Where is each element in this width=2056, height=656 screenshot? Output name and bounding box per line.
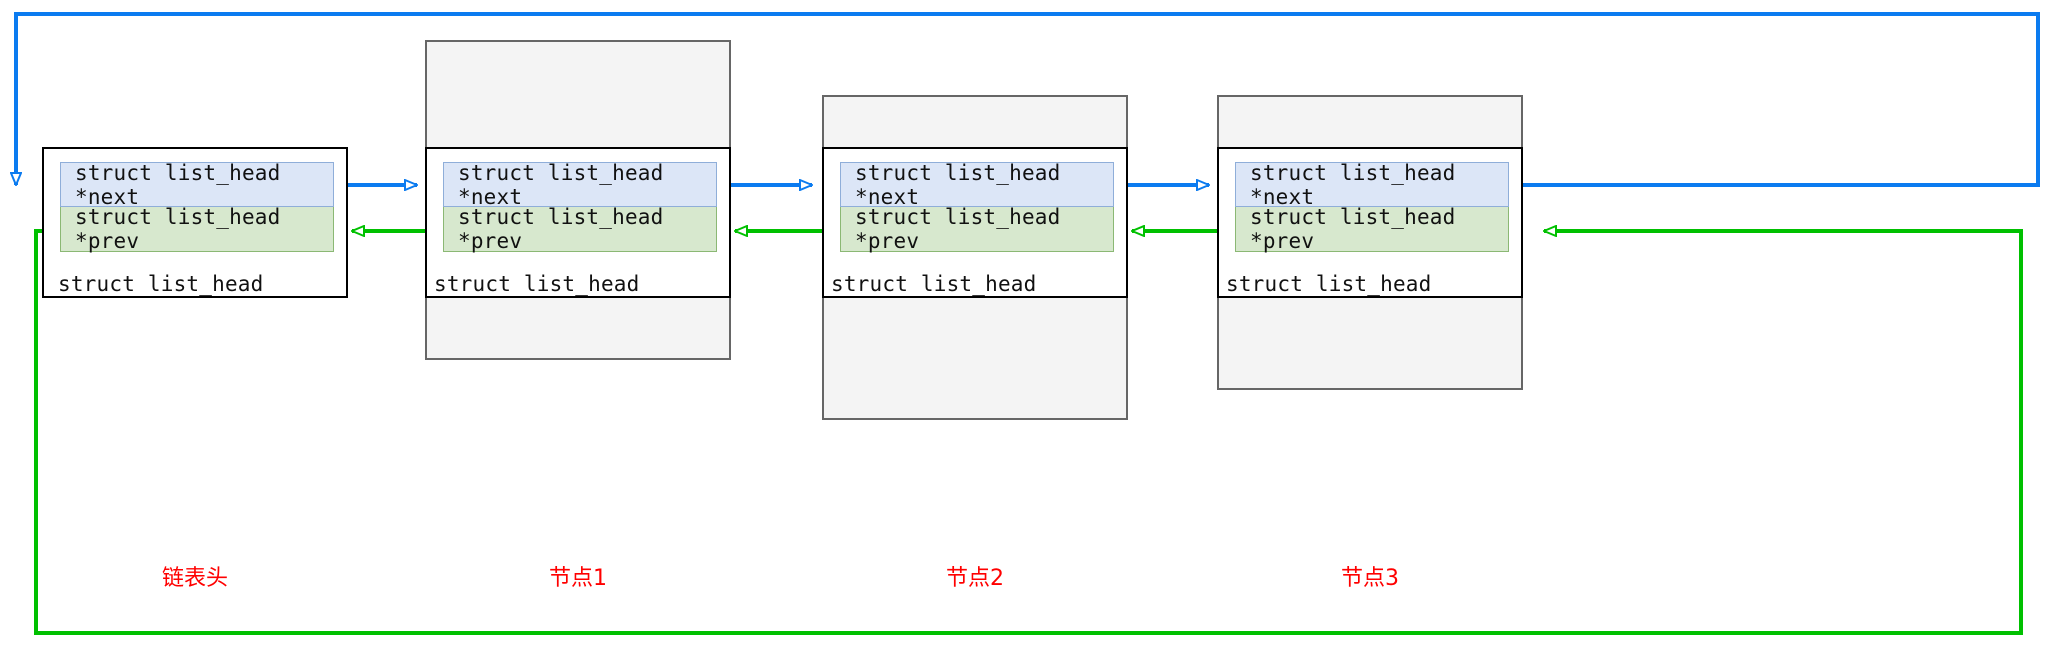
caption-node2: 节点2: [946, 566, 1004, 591]
field-next-node2: struct list_head *next: [840, 161, 1114, 209]
field-next-node1: struct list_head *next: [443, 161, 717, 209]
field-prev-node3: struct list_head *prev: [1235, 205, 1509, 253]
caption-node3: 节点3: [1341, 566, 1399, 591]
struct-label-node3: struct list_head: [1226, 272, 1432, 296]
caption-head: 链表头: [161, 566, 228, 591]
struct-label-node2: struct list_head: [831, 272, 1037, 296]
field-prev-node2: struct list_head *prev: [840, 205, 1114, 253]
field-prev-head: struct list_head *prev: [60, 205, 334, 253]
field-next-node3: struct list_head *next: [1235, 161, 1509, 209]
struct-label-head: struct list_head: [58, 272, 264, 296]
struct-label-node1: struct list_head: [434, 272, 640, 296]
caption-node1: 节点1: [549, 566, 607, 591]
field-prev-node1: struct list_head *prev: [443, 205, 717, 253]
field-next-head: struct list_head *next: [60, 161, 334, 209]
